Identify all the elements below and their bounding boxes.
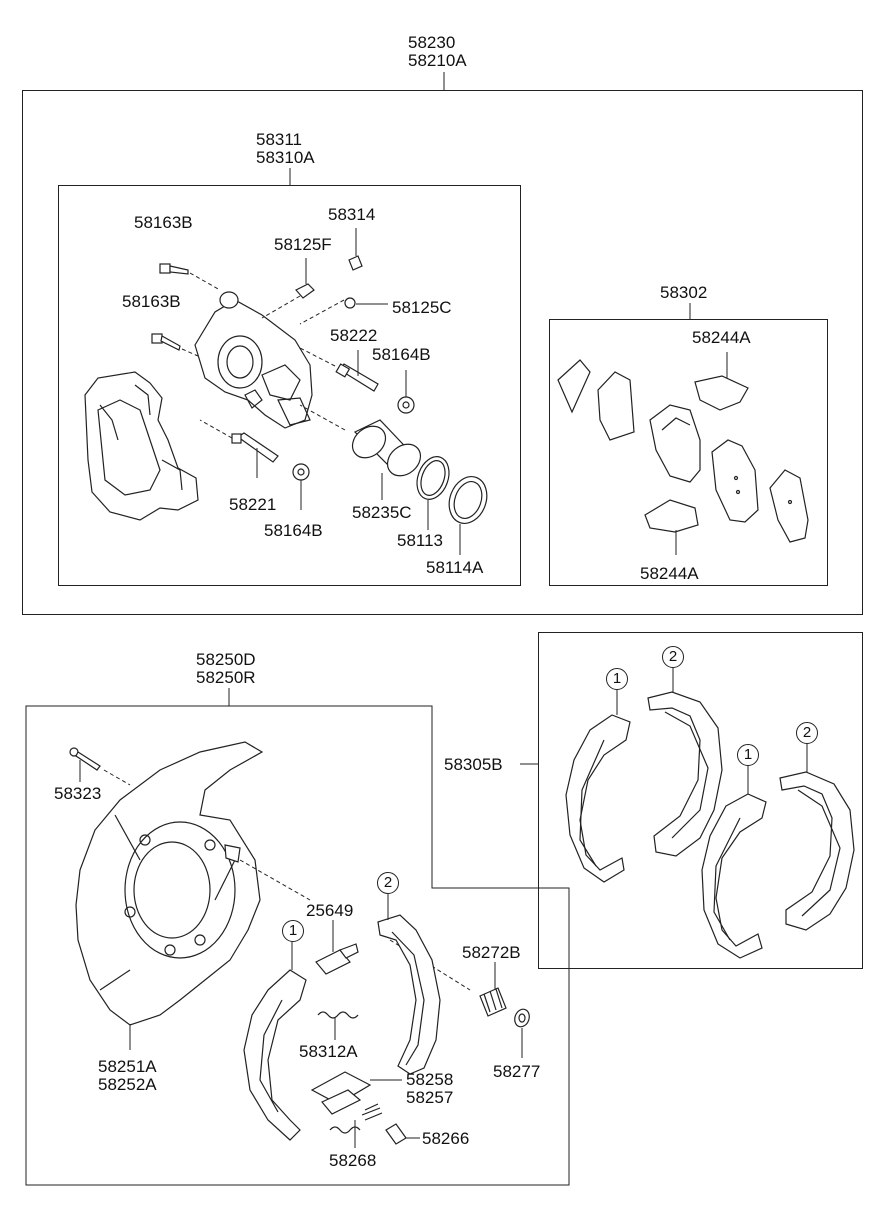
label-58252a: 58252A (98, 1075, 157, 1094)
label-58268: 58268 (329, 1151, 377, 1170)
label-25649: 25649 (306, 901, 354, 920)
lever-58258 (310, 1071, 402, 1115)
label-58164b-bottom: 58164B (264, 521, 323, 540)
callout-1-set-upper: 1 (606, 668, 628, 690)
guide-pin-58125f (261, 258, 315, 319)
parking-shoe-frame (538, 632, 863, 969)
label-58250r: 58250R (196, 668, 256, 687)
label-58312a: 58312A (299, 1042, 358, 1061)
caliper-assembly-frame (22, 90, 863, 615)
label-58163b-top: 58163B (134, 213, 193, 232)
label-58250d: 58250D (196, 650, 256, 669)
label-58272b: 58272B (462, 943, 521, 962)
piston-58235c (299, 404, 422, 500)
caliper-housing (194, 291, 313, 429)
label-58235c: 58235C (352, 503, 412, 522)
label-58314: 58314 (328, 205, 376, 224)
callout-2-shoe-right: 2 (377, 872, 399, 894)
cap-58125c (299, 297, 388, 325)
label-58258: 58258 (406, 1070, 454, 1089)
label-58305b: 58305B (444, 755, 503, 774)
label-58277: 58277 (493, 1062, 541, 1081)
label-58323: 58323 (54, 784, 102, 803)
boot-58164b-top (397, 370, 415, 414)
label-58311: 58311 (256, 130, 303, 149)
label-58210a: 58210A (408, 51, 467, 70)
label-58163b-mid: 58163B (122, 292, 181, 311)
backing-plate (75, 741, 264, 1050)
rear-shoe-left (243, 942, 307, 1141)
callout-1-shoe-left: 1 (282, 920, 304, 942)
adjuster-25649 (239, 859, 471, 991)
callout-2-set-upper: 2 (662, 646, 684, 668)
brake-pad-frame (549, 319, 828, 586)
label-58221: 58221 (229, 495, 277, 514)
label-58302: 58302 (660, 283, 708, 302)
label-58244a-top: 58244A (692, 328, 751, 347)
spring-58312a (317, 1011, 359, 1040)
label-58310a: 58310A (256, 148, 315, 167)
boot-58164b-bottom (292, 463, 310, 510)
backing-plate-frame (25, 705, 570, 1186)
callout-2-set-lower: 2 (796, 722, 818, 744)
bolt-58163b-mid (151, 333, 199, 357)
label-58257: 58257 (406, 1088, 454, 1107)
label-58230: 58230 (408, 33, 456, 52)
label-58222: 58222 (330, 326, 378, 345)
label-58125c: 58125C (392, 298, 452, 317)
boot-58114a (448, 476, 488, 555)
callout-1-set-lower: 1 (737, 744, 759, 766)
pin-58221 (199, 419, 279, 478)
rear-shoe-right (377, 894, 441, 1075)
clip-58266 (385, 1123, 420, 1145)
seal-58113 (416, 456, 450, 530)
spring-58268 (329, 1103, 383, 1148)
label-58251a: 58251A (98, 1057, 157, 1076)
spring-58272b (479, 962, 507, 1017)
washer-58277 (514, 1008, 530, 1058)
bolt-58163b-top (159, 263, 221, 291)
label-58164b-top: 58164B (372, 345, 431, 364)
bleeder-58314 (348, 228, 363, 271)
parking-shoe-set (520, 668, 855, 959)
label-58244a-bottom: 58244A (640, 564, 699, 583)
label-58113: 58113 (397, 531, 444, 550)
label-58114a: 58114A (426, 558, 484, 577)
caliper-sub-frame (58, 185, 521, 586)
label-58266: 58266 (422, 1129, 470, 1148)
caliper-bracket (84, 371, 199, 521)
bolt-58323 (69, 747, 131, 786)
brake-pads (557, 352, 809, 555)
pin-58222 (299, 347, 379, 392)
label-58125f: 58125F (274, 235, 332, 254)
